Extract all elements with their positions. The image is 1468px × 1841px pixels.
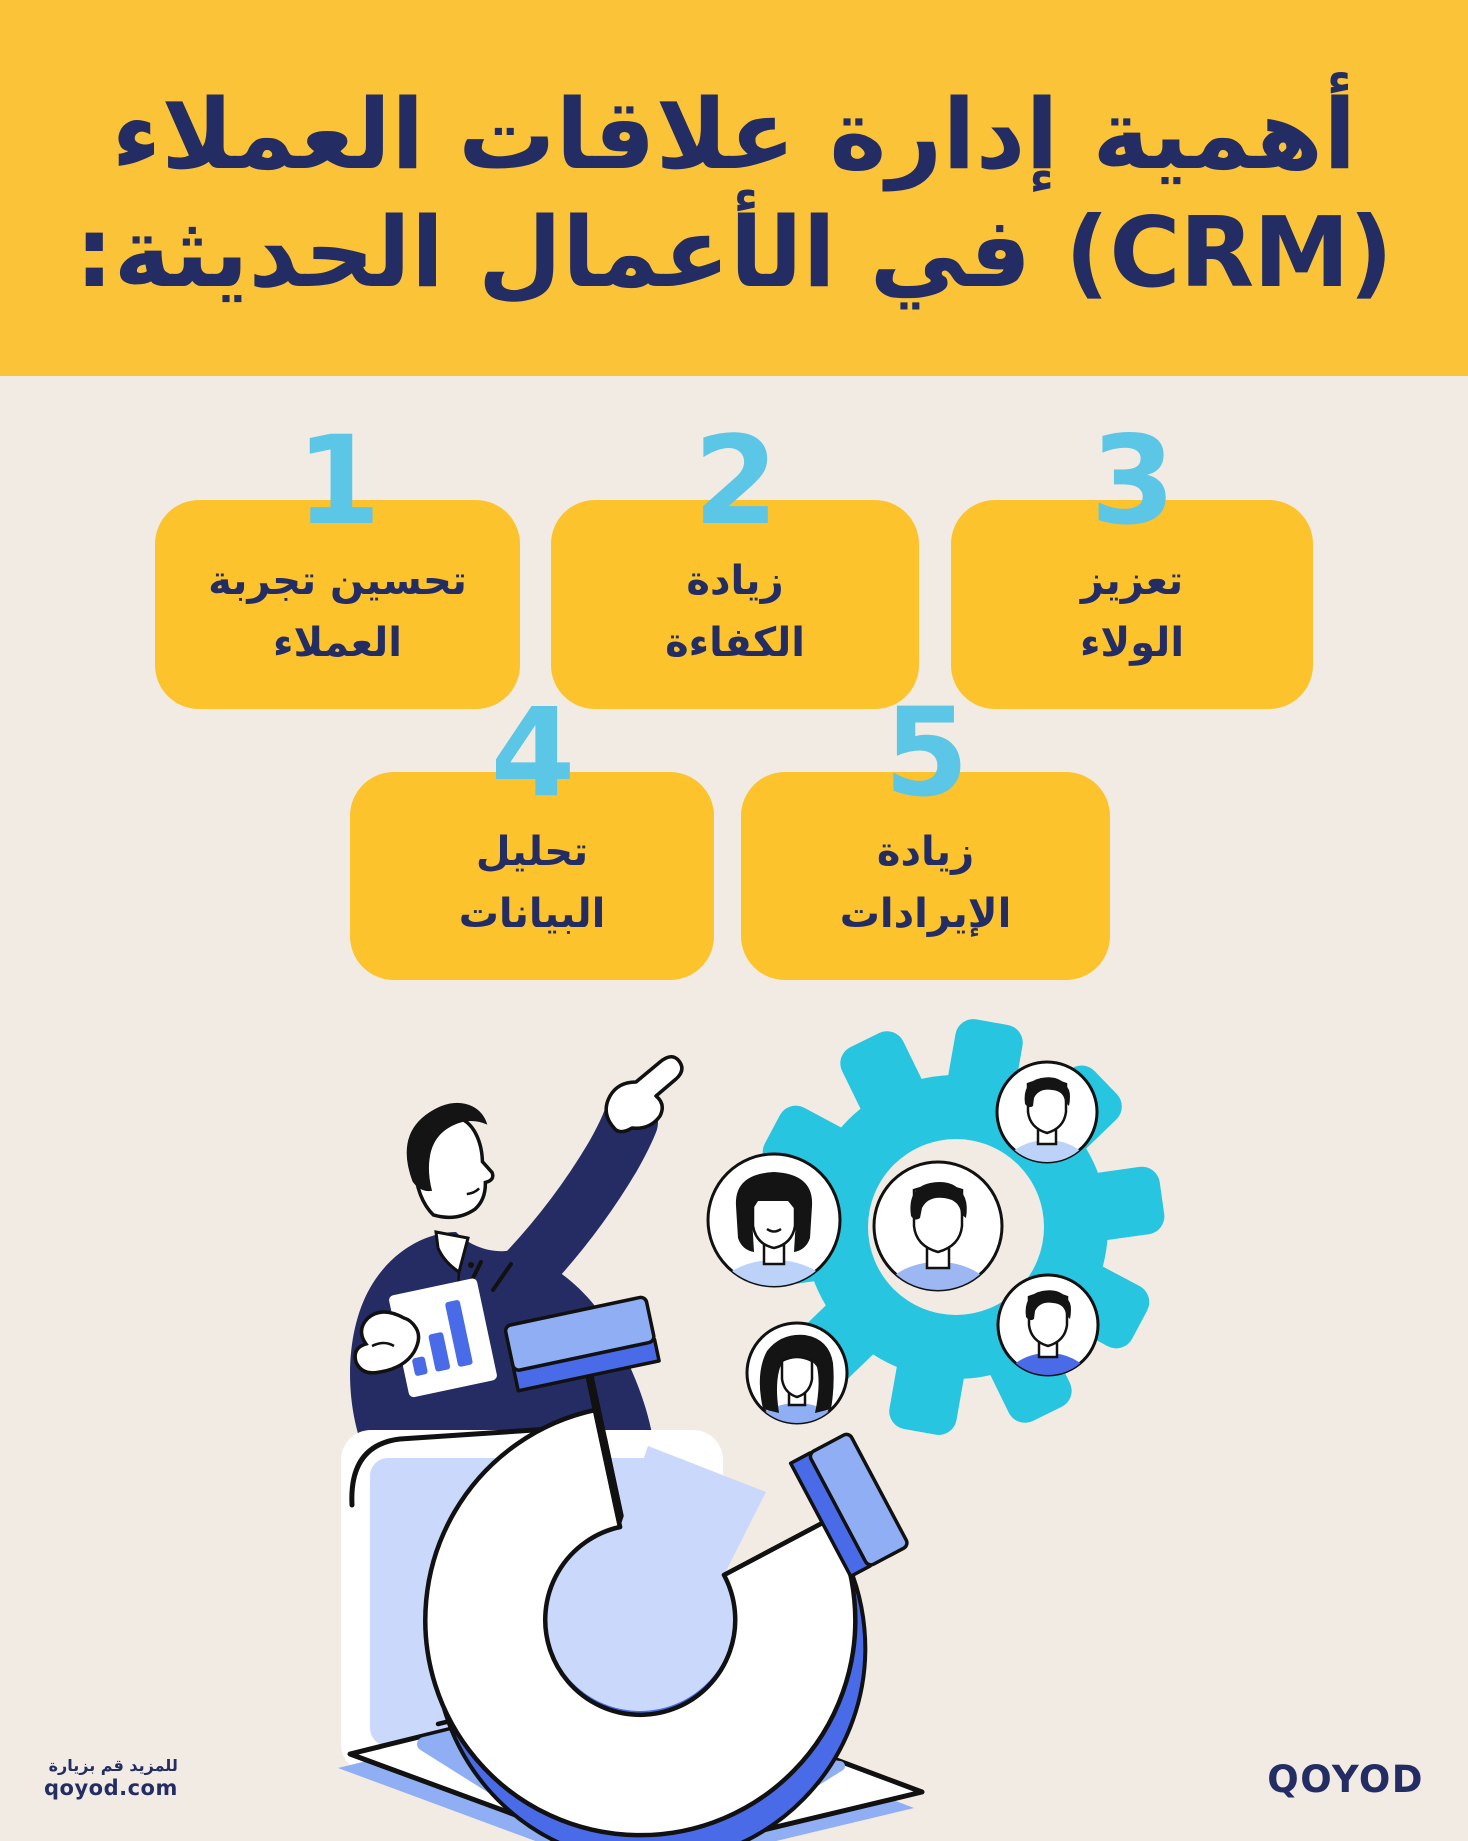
card-label: تحليل البيانات [350, 772, 714, 980]
avatar-customer-bottom-left [745, 1321, 849, 1425]
head [406, 1102, 495, 1220]
pointing-person-icon [350, 1055, 684, 1452]
card-number: 3 [1090, 410, 1176, 552]
card-revenue: 5 زيادة الإيرادات [741, 692, 1110, 980]
card-number: 2 [693, 410, 779, 552]
card-label-line1: تحسين تجربة [208, 557, 467, 604]
card-loyalty: 3 تعزيز الولاء [951, 420, 1313, 709]
torso [350, 1232, 654, 1452]
magnet-icon [423, 1295, 909, 1841]
card-label-line2: الكفاءة [665, 619, 805, 666]
card-label: زيادة الكفاءة [551, 500, 919, 709]
magnet-pole-left [503, 1295, 661, 1393]
hair [406, 1102, 488, 1192]
card-label-line2: الولاء [1079, 619, 1185, 666]
document-chart-icon [389, 1278, 497, 1398]
card-label-line1: زيادة [686, 557, 784, 604]
visit-link: للمزيد قم بزيارة qoyod.com [44, 1756, 178, 1800]
card-label-line1: زيادة [876, 829, 975, 875]
avatar-customer-bottom-right [996, 1273, 1100, 1377]
card-efficiency: 2 زيادة الكفاءة [551, 420, 919, 709]
card-label: زيادة الإيرادات [741, 772, 1110, 980]
title-line-2: (CRM) في الأعمال الحديثة: [74, 196, 1394, 309]
collar [434, 1230, 470, 1275]
card-customer-experience: 1 تحسين تجربة العملاء [155, 420, 520, 709]
pointing-hand-icon [604, 1055, 684, 1134]
page-title: أهمية إدارة علاقات العملاء (CRM) في الأع… [74, 64, 1394, 313]
card-label-line2: الإيرادات [839, 891, 1012, 937]
card-number: 5 [884, 682, 969, 824]
card-label-line1: تعزيز [1080, 557, 1184, 604]
card-number: 4 [490, 682, 576, 824]
qoyod-logo: QOYOD [1267, 1758, 1424, 1801]
card-data-analysis: 4 تحليل البيانات [350, 692, 714, 980]
title-line-1: أهمية إدارة علاقات العملاء [111, 77, 1358, 191]
magnet-pole-right [788, 1432, 909, 1579]
card-number: 1 [296, 410, 381, 552]
visit-website[interactable]: qoyod.com [44, 1776, 178, 1800]
visit-text: للمزيد قم بزيارة [48, 1756, 178, 1775]
crm-illustration [338, 1019, 1165, 1841]
card-label: تعزيز الولاء [951, 500, 1313, 709]
card-label-line2: العملاء [273, 619, 402, 666]
card-label-line1: تحليل [475, 829, 589, 875]
header-banner: أهمية إدارة علاقات العملاء (CRM) في الأع… [0, 0, 1468, 376]
card-label-line2: البيانات [458, 891, 606, 937]
card-label: تحسين تجربة العملاء [155, 500, 520, 709]
